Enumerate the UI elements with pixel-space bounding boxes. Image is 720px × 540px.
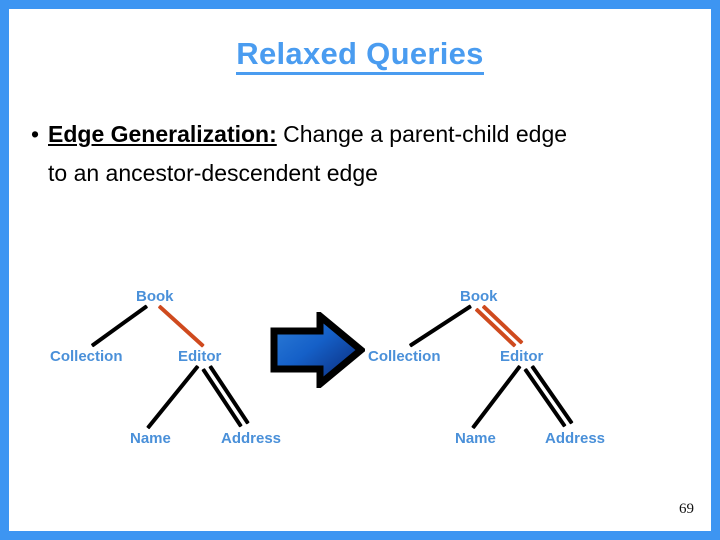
tree-node-editor: Editor <box>178 348 222 365</box>
tree-node-collection: Collection <box>50 348 123 365</box>
tree-edge-editor-to-address <box>529 364 574 425</box>
bullet-item-text: Edge Generalization: Change a parent-chi… <box>48 116 702 153</box>
slide-border-bottom <box>0 531 720 540</box>
slide-border-right <box>711 0 720 540</box>
tree-node-book: Book <box>460 288 498 305</box>
tree-edge-book-to-editor <box>158 304 205 348</box>
transformation-arrow <box>270 308 367 392</box>
tree-edge-editor-to-name <box>145 364 200 430</box>
bullet-marker-icon: • <box>30 121 40 147</box>
tree-node-name: Name <box>130 430 171 447</box>
tree-node-address: Address <box>545 430 606 447</box>
tree-edge-book-to-editor <box>475 307 518 348</box>
tree-edge-book-to-editor <box>482 304 525 345</box>
tree-edge-editor-to-name <box>470 364 522 430</box>
tree-edge-editor-to-address <box>200 367 243 428</box>
slide-border-left <box>0 0 9 540</box>
bullet-item-text-line2: to an ancestor-descendent edge <box>48 160 378 186</box>
page-title-text: Relaxed Queries <box>236 36 484 75</box>
bullet-lead-term: Edge Generalization: <box>48 121 277 147</box>
tree-edge-editor-to-address <box>522 367 567 428</box>
tree-edge-editor-to-address <box>207 364 250 425</box>
bullet-list: • Edge Generalization: Change a parent-c… <box>22 116 702 192</box>
page-number: 69 <box>679 501 694 517</box>
bullet-rest-line1: Change a parent-child edge <box>276 121 568 147</box>
bullet-list-item: • Edge Generalization: Change a parent-c… <box>22 116 702 153</box>
tree-node-editor: Editor <box>500 348 544 365</box>
slide-border-top <box>0 0 720 9</box>
tree-node-collection: Collection <box>368 348 441 365</box>
tree-node-book: Book <box>136 288 174 305</box>
page-title: Relaxed Queries <box>0 36 720 75</box>
tree-node-name: Name <box>455 430 496 447</box>
tree-edge-book-to-collection <box>408 304 473 348</box>
right-block-arrow-icon <box>270 308 367 392</box>
tree-edge-book-to-collection <box>90 304 149 348</box>
tree-node-address: Address <box>221 430 282 447</box>
